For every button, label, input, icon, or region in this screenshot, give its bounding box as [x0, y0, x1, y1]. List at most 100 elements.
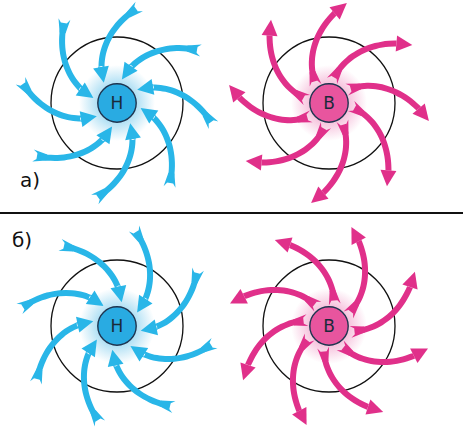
arrow-head — [311, 187, 328, 203]
outer-ring — [263, 37, 395, 169]
arrow-shaft — [142, 345, 211, 359]
arrow-head — [125, 123, 141, 140]
wind-arrow — [93, 2, 143, 83]
arrow-tail — [310, 71, 322, 87]
pressure-letter: Н — [111, 318, 124, 335]
arrow-head — [351, 227, 366, 245]
arrow-head — [93, 66, 109, 83]
wind-arrow — [129, 226, 153, 313]
wind-arrow — [262, 20, 311, 105]
arrow-tail — [348, 101, 365, 116]
arrow-shaft — [98, 137, 133, 197]
arrow-shaft — [136, 232, 150, 301]
arrow-head — [246, 155, 263, 171]
arrow-head — [76, 317, 93, 333]
glow — [79, 65, 155, 141]
arrow-tail — [192, 268, 204, 284]
arrow-tail — [293, 314, 308, 326]
arrow-head — [96, 127, 112, 145]
arrow-tail — [297, 111, 313, 123]
arrow-head — [402, 272, 417, 290]
wind-arrow — [141, 268, 204, 336]
pressure-center: В — [309, 306, 349, 346]
arrow-head — [230, 289, 248, 304]
arrow-shaft — [154, 273, 197, 328]
arrow-head — [262, 20, 278, 37]
wind-arrow — [30, 317, 93, 385]
arrow-tail — [91, 189, 108, 205]
circle-shape — [310, 84, 348, 122]
arrow-shaft — [23, 293, 92, 307]
arrow-shaft — [248, 321, 304, 365]
circle-shape — [98, 307, 136, 345]
pressure-letter: В — [323, 318, 335, 335]
arrow-shaft — [324, 351, 368, 407]
panel-label: б) — [12, 228, 32, 252]
wind-arrow — [292, 334, 314, 425]
wind-arrow — [17, 291, 104, 315]
arrow-head — [141, 320, 158, 336]
arrow-tail — [59, 239, 75, 251]
divider-line — [0, 212, 463, 214]
wind-arrow — [348, 101, 397, 186]
arrow-tail — [16, 77, 32, 94]
outer-ring — [51, 37, 183, 169]
arrow-tail — [294, 90, 311, 105]
arrow-shaft — [101, 9, 136, 69]
wind-arrow — [130, 338, 217, 362]
arrow-tail — [129, 226, 144, 243]
arrow-head — [86, 291, 104, 306]
arrow-head — [82, 339, 97, 357]
arrow-head — [111, 285, 127, 302]
arrow-shaft — [84, 351, 98, 420]
wind-arrow — [275, 237, 341, 305]
circle-shape — [310, 307, 348, 345]
arrow-head — [381, 170, 397, 187]
wind-arrow — [16, 77, 97, 127]
arrow-head — [137, 79, 154, 95]
glow — [291, 65, 367, 141]
arrow-shaft — [290, 245, 334, 301]
glow — [79, 288, 155, 364]
wind-arrow — [344, 227, 366, 318]
arrow-tail — [17, 299, 34, 314]
wind-arrow — [310, 3, 347, 87]
wind-arrow — [246, 122, 331, 170]
pressure-center: В — [309, 83, 349, 123]
arrow-head — [130, 346, 148, 361]
arrow-shaft — [23, 84, 83, 119]
pressure-center: Н — [97, 306, 137, 346]
arrow-head — [396, 36, 413, 52]
pressure-letter: В — [323, 95, 335, 112]
wind-arrow — [108, 350, 176, 413]
wind-arrow — [32, 127, 112, 162]
arrow-head — [410, 348, 428, 363]
arrow-shaft — [351, 241, 365, 311]
arrow-head — [76, 82, 94, 98]
arrow-tail — [350, 326, 365, 338]
wind-arrow — [137, 79, 218, 129]
arrow-head — [141, 108, 159, 124]
arrow-head — [275, 237, 293, 252]
arrow-shaft — [151, 87, 211, 122]
arrow-tail — [126, 2, 143, 18]
arrow-shaft — [270, 36, 304, 98]
arrow-head — [240, 363, 255, 381]
arrow-head — [292, 407, 307, 425]
arrow-shaft — [64, 246, 119, 289]
pressure-letter: Н — [111, 95, 124, 112]
arrow-tail — [316, 122, 331, 139]
arrow-shaft — [244, 290, 314, 304]
wind-arrow — [122, 45, 202, 80]
wind-arrow — [229, 85, 313, 122]
arrow-shaft — [262, 128, 324, 162]
arrow-head — [413, 104, 429, 121]
arrow-tail — [317, 347, 329, 362]
wind-arrow — [141, 108, 176, 188]
arrow-tail — [90, 410, 105, 427]
arrow-shaft — [293, 340, 307, 410]
arrow-tail — [30, 369, 42, 385]
arrow-head — [80, 111, 97, 127]
